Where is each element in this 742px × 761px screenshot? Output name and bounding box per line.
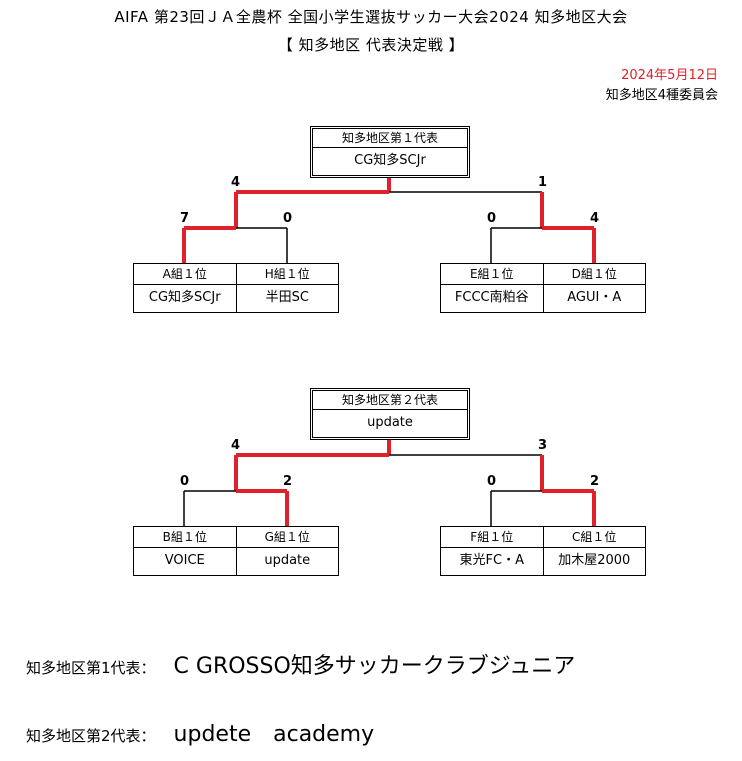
rep-team-name: updete academy — [173, 722, 375, 747]
b2-winner-box: 知多地区第２代表 update — [310, 388, 470, 440]
b1-lp-score-2: 0 — [283, 211, 293, 226]
b2-rp-score-1: 0 — [487, 474, 497, 489]
page-subtitle: 【 知多地区 代表決定戦 】 — [277, 36, 465, 54]
representative-1: 知多地区第1代表： C GROSSO知多サッカークラブジュニア — [26, 648, 575, 680]
b2-winner-label: 知多地区第２代表 — [313, 391, 467, 410]
group-label: D組１位 — [543, 264, 645, 285]
b1-winner-team: CG知多SCJr — [354, 153, 426, 168]
team-name: update — [264, 553, 311, 568]
team-name: VOICE — [164, 553, 205, 568]
event-date: 2024年5月12日 — [621, 68, 718, 83]
b2-winner-team: update — [367, 415, 413, 430]
group-label: F組１位 — [441, 527, 543, 548]
team-name: FCCC南粕谷 — [454, 290, 529, 305]
team-name: CG知多SCJr — [148, 290, 221, 305]
group-label: E組１位 — [441, 264, 543, 285]
b2-final-left-score: 4 — [231, 438, 241, 453]
b2-lp-score-1: 0 — [180, 474, 190, 489]
b2-rp-score-2: 2 — [590, 474, 600, 489]
team-name: AGUI・A — [567, 290, 622, 305]
team-name: 加木屋2000 — [558, 553, 631, 568]
bracket2-lines — [183, 440, 596, 526]
team-cell: A組１位 CG知多SCJr — [134, 264, 236, 312]
organizer: 知多地区4種委員会 — [605, 88, 718, 103]
b1-right-pair: E組１位 FCCC南粕谷 D組１位 AGUI・A — [440, 263, 646, 313]
rep-label: 知多地区第1代表： — [26, 659, 156, 677]
team-cell: D組１位 AGUI・A — [542, 264, 645, 312]
b1-final-left-score: 4 — [231, 175, 241, 190]
b1-final-right-score: 1 — [538, 175, 548, 190]
b1-winner-box: 知多地区第１代表 CG知多SCJr — [310, 126, 470, 178]
group-label: B組１位 — [134, 527, 236, 548]
b1-rp-score-1: 0 — [487, 211, 497, 226]
team-name: 半田SC — [265, 290, 309, 305]
group-label: G組１位 — [236, 527, 338, 548]
b1-lp-score-1: 7 — [180, 211, 190, 226]
b1-left-pair: A組１位 CG知多SCJr H組１位 半田SC — [133, 263, 339, 313]
page-title: AIFA 第23回ＪＡ全農杯 全国小学生選抜サッカー大会2024 知多地区大会 — [114, 8, 628, 26]
team-cell: B組１位 VOICE — [134, 527, 236, 575]
bracket1-lines — [182, 178, 596, 263]
team-cell: G組１位 update — [235, 527, 338, 575]
team-name: 東光FC・A — [459, 553, 524, 568]
b2-final-right-score: 3 — [538, 438, 548, 453]
team-cell: F組１位 東光FC・A — [441, 527, 543, 575]
representative-2: 知多地区第2代表： updete academy — [26, 716, 374, 748]
team-cell: H組１位 半田SC — [235, 264, 338, 312]
b2-lp-score-2: 2 — [283, 474, 293, 489]
b2-right-pair: F組１位 東光FC・A C組１位 加木屋2000 — [440, 526, 646, 576]
team-cell: C組１位 加木屋2000 — [542, 527, 645, 575]
rep-team-name: C GROSSO知多サッカークラブジュニア — [173, 654, 576, 679]
team-cell: E組１位 FCCC南粕谷 — [441, 264, 543, 312]
rep-label: 知多地区第2代表： — [26, 727, 156, 745]
group-label: H組１位 — [236, 264, 338, 285]
group-label: C組１位 — [543, 527, 645, 548]
b2-left-pair: B組１位 VOICE G組１位 update — [133, 526, 339, 576]
group-label: A組１位 — [134, 264, 236, 285]
b1-rp-score-2: 4 — [590, 211, 600, 226]
b1-winner-label: 知多地区第１代表 — [313, 129, 467, 148]
